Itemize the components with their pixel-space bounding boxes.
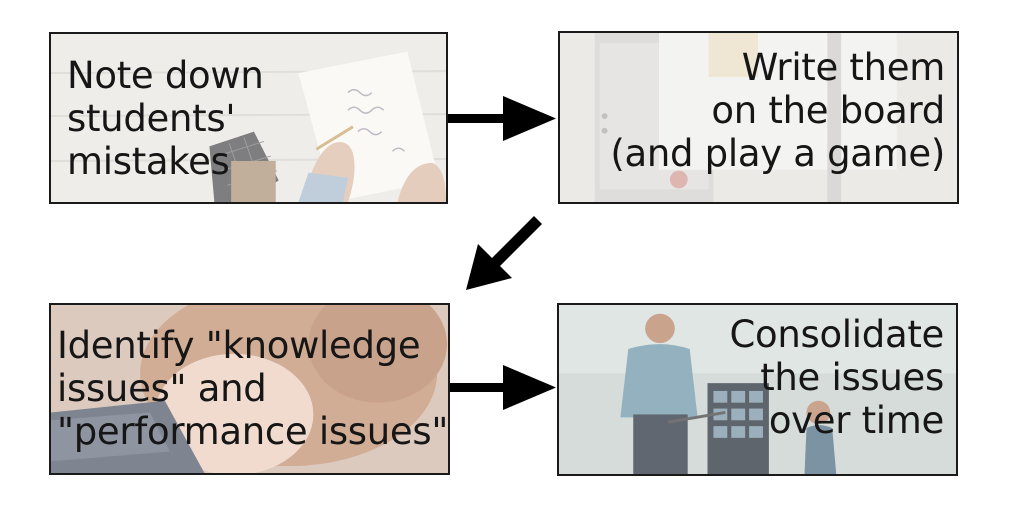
girl-reading-english-book-photo [51,305,448,473]
step-box-write-on-board: Write them on the board (and play a game… [558,31,959,204]
step-box-note-mistakes: Note down students' mistakes [49,32,448,204]
hands-writing-notebook-photo [51,34,446,202]
step-box-identify-issues: Identify "knowledge issues" and "perform… [49,303,450,475]
step-text-write-on-board: Write them on the board (and play a game… [610,46,945,175]
arrow-right-icon [448,96,556,141]
step-text-note-mistakes: Note down students' mistakes [67,54,264,183]
step-box-consolidate: Consolidate the issues over time [557,303,958,476]
step-text-identify-issues: Identify "knowledge issues" and "perform… [57,324,449,453]
arrow-right-icon [450,365,556,410]
whiteboard-photo [560,33,957,202]
arrow-down-left-icon [466,216,542,290]
step-text-consolidate: Consolidate the issues over time [729,313,944,442]
teacher-and-child-board-photo [559,305,956,474]
